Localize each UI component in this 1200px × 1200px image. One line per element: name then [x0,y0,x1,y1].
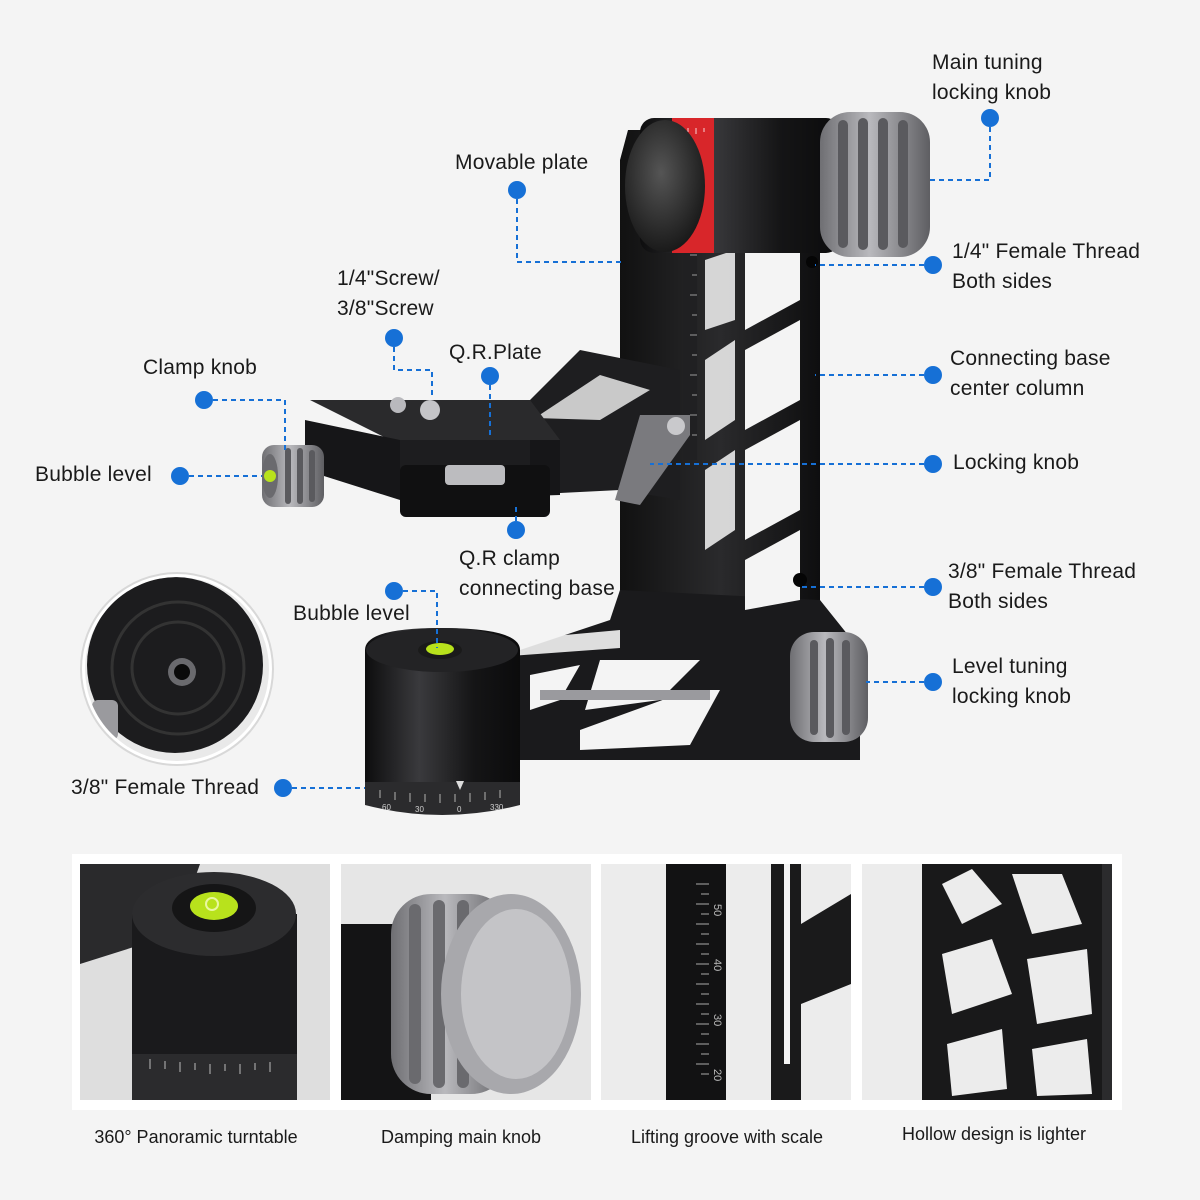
label-line: Bubble level [35,463,152,486]
level-tuning-knob [790,632,868,742]
caption-lifting-groove: Lifting groove with scale [630,1127,824,1147]
groove-40: 40 [711,959,723,971]
label-locking-knob: Locking knob [953,448,1079,478]
label-line: connecting base [459,577,615,600]
base-turntable: 60 30 0 330 [365,628,520,815]
caption-damping-knob: Damping main knob [380,1127,542,1147]
label-line: 1/4" Female Thread [952,240,1141,263]
qr-plate-clamp [305,397,560,517]
caption-hollow-design: Hollow design is lighter [901,1124,1087,1144]
detail-turntable [80,864,330,1100]
label-quarter-female-thread: 1/4" Female Thread Both sides [952,237,1140,297]
label-line: 3/8" Female Thread [71,776,260,799]
groove-30: 30 [711,1014,723,1026]
label-line: Locking knob [953,451,1080,474]
label-line: 3/8"Screw [337,297,434,320]
leader-dots [171,109,999,797]
label-connecting-base: Connecting base center column [950,344,1111,404]
vertical-arm [510,130,860,760]
label-qr-plate: Q.R.Plate [449,338,542,368]
label-line: 1/4"Screw/ [337,267,440,290]
label-line: locking knob [952,685,1072,708]
label-line: Clamp knob [143,356,258,379]
label-level-tuning-knob: Level tuning locking knob [952,652,1071,712]
label-screw: 1/4"Screw/ 3/8"Screw [337,264,440,324]
top-rotation-barrel [625,118,840,253]
dial-0: 0 [457,805,462,814]
label-line: Connecting base [950,347,1111,370]
label-line: Both sides [948,590,1049,613]
caption-turntable: 360° Panoramic turntable [94,1127,298,1147]
dial-30: 30 [415,805,424,814]
label-38-female-thread-bottom: 3/8" Female Thread [71,773,259,803]
label-line: 3/8" Female Thread [948,560,1137,583]
label-bubble-level-base: Bubble level [293,599,410,629]
bottom-thread-inset [80,572,274,766]
groove-20: 20 [711,1069,723,1081]
label-line: Bubble level [293,602,410,625]
gimbal-head-illustration: 60 30 0 330 [80,109,999,815]
label-line: center column [950,377,1085,400]
clamp-knob [262,445,324,507]
label-line: Q.R clamp [459,547,560,570]
label-qr-clamp-base: Q.R clamp connecting base [459,544,615,604]
label-line: Main tuning [932,51,1043,74]
label-movable-plate: Movable plate [455,148,588,178]
leader-lines [180,118,991,789]
label-main-tuning-knob: Main tuning locking knob [932,48,1051,108]
label-clamp-knob: Clamp knob [143,353,257,383]
label-bubble-level-clamp: Bubble level [35,460,152,490]
detail-hollow-design [862,864,1112,1100]
label-line: Q.R.Plate [449,341,542,364]
detail-lifting-groove: 50 40 30 20 [601,864,851,1100]
main-tuning-knob [820,112,930,257]
label-line: Movable plate [455,151,589,174]
detail-damping-knob [341,864,591,1100]
label-line: Both sides [952,270,1053,293]
label-line: Level tuning [952,655,1068,678]
dial-330: 330 [490,803,504,812]
dial-60: 60 [382,803,391,812]
label-38-female-thread-sides: 3/8" Female Thread Both sides [948,557,1136,617]
label-line: locking knob [932,81,1052,104]
groove-50: 50 [711,904,723,916]
